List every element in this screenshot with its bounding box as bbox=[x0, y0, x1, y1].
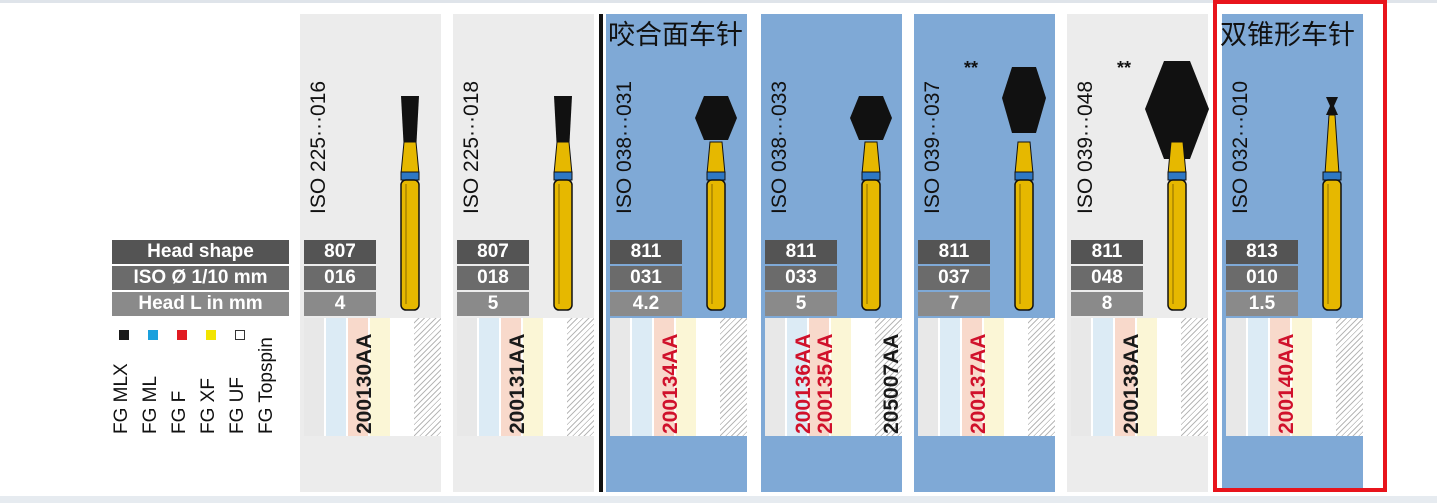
legend-swatch bbox=[177, 330, 187, 340]
heading-double-cone: 双锥形车针 bbox=[1220, 20, 1355, 50]
top-rule bbox=[0, 0, 1437, 3]
head-shape-value: 807 bbox=[457, 240, 529, 264]
iso-diameter-value: 018 bbox=[457, 266, 529, 290]
iso-diameter-value: 031 bbox=[610, 266, 682, 290]
grit-band: 200134AA bbox=[610, 318, 747, 436]
bur-illustration bbox=[695, 96, 737, 311]
bur-illustration bbox=[400, 96, 420, 311]
head-shape-value: 811 bbox=[918, 240, 990, 264]
section-divider bbox=[599, 14, 603, 492]
head-length-value: 5 bbox=[457, 292, 529, 316]
row-header-head-shape: Head shape bbox=[112, 240, 289, 264]
head-length-value: 1.5 bbox=[1226, 292, 1298, 316]
head-length-value: 4 bbox=[304, 292, 376, 316]
iso-diameter-value: 037 bbox=[918, 266, 990, 290]
iso-diameter-value: 033 bbox=[765, 266, 837, 290]
note-stars: ** bbox=[1117, 58, 1132, 78]
heading-occlusal: 咬合面车针 bbox=[608, 20, 743, 50]
bur-illustration bbox=[553, 96, 573, 311]
iso-diameter-value: 010 bbox=[1226, 266, 1298, 290]
head-shape-value: 811 bbox=[610, 240, 682, 264]
head-length-value: 4.2 bbox=[610, 292, 682, 316]
head-shape-value: 807 bbox=[304, 240, 376, 264]
bur-illustration bbox=[1002, 67, 1046, 311]
legend-swatch bbox=[119, 330, 129, 340]
grit-band: 200138AA bbox=[1071, 318, 1208, 436]
head-length-value: 5 bbox=[765, 292, 837, 316]
grit-band: 200130AA bbox=[304, 318, 441, 436]
grit-band: 200137AA bbox=[918, 318, 1055, 436]
legend-swatch bbox=[148, 330, 158, 340]
bur-illustration bbox=[1322, 97, 1342, 311]
bur-illustration bbox=[850, 96, 892, 311]
bur-illustration bbox=[1145, 61, 1209, 311]
legend-swatch bbox=[206, 330, 216, 340]
head-shape-value: 811 bbox=[765, 240, 837, 264]
row-header-iso-diameter: ISO Ø 1/10 mm bbox=[112, 266, 289, 290]
head-shape-value: 811 bbox=[1071, 240, 1143, 264]
legend-swatch bbox=[235, 330, 245, 340]
grit-band: 200140AA bbox=[1226, 318, 1363, 436]
bottom-rule bbox=[0, 496, 1437, 503]
head-shape-value: 813 bbox=[1226, 240, 1298, 264]
iso-diameter-value: 016 bbox=[304, 266, 376, 290]
row-header-head-length: Head L in mm bbox=[112, 292, 289, 316]
note-stars: ** bbox=[964, 58, 979, 78]
head-length-value: 8 bbox=[1071, 292, 1143, 316]
head-length-value: 7 bbox=[918, 292, 990, 316]
highlight-frame bbox=[1213, 0, 1387, 492]
iso-diameter-value: 048 bbox=[1071, 266, 1143, 290]
grit-band: 200131AA bbox=[457, 318, 594, 436]
